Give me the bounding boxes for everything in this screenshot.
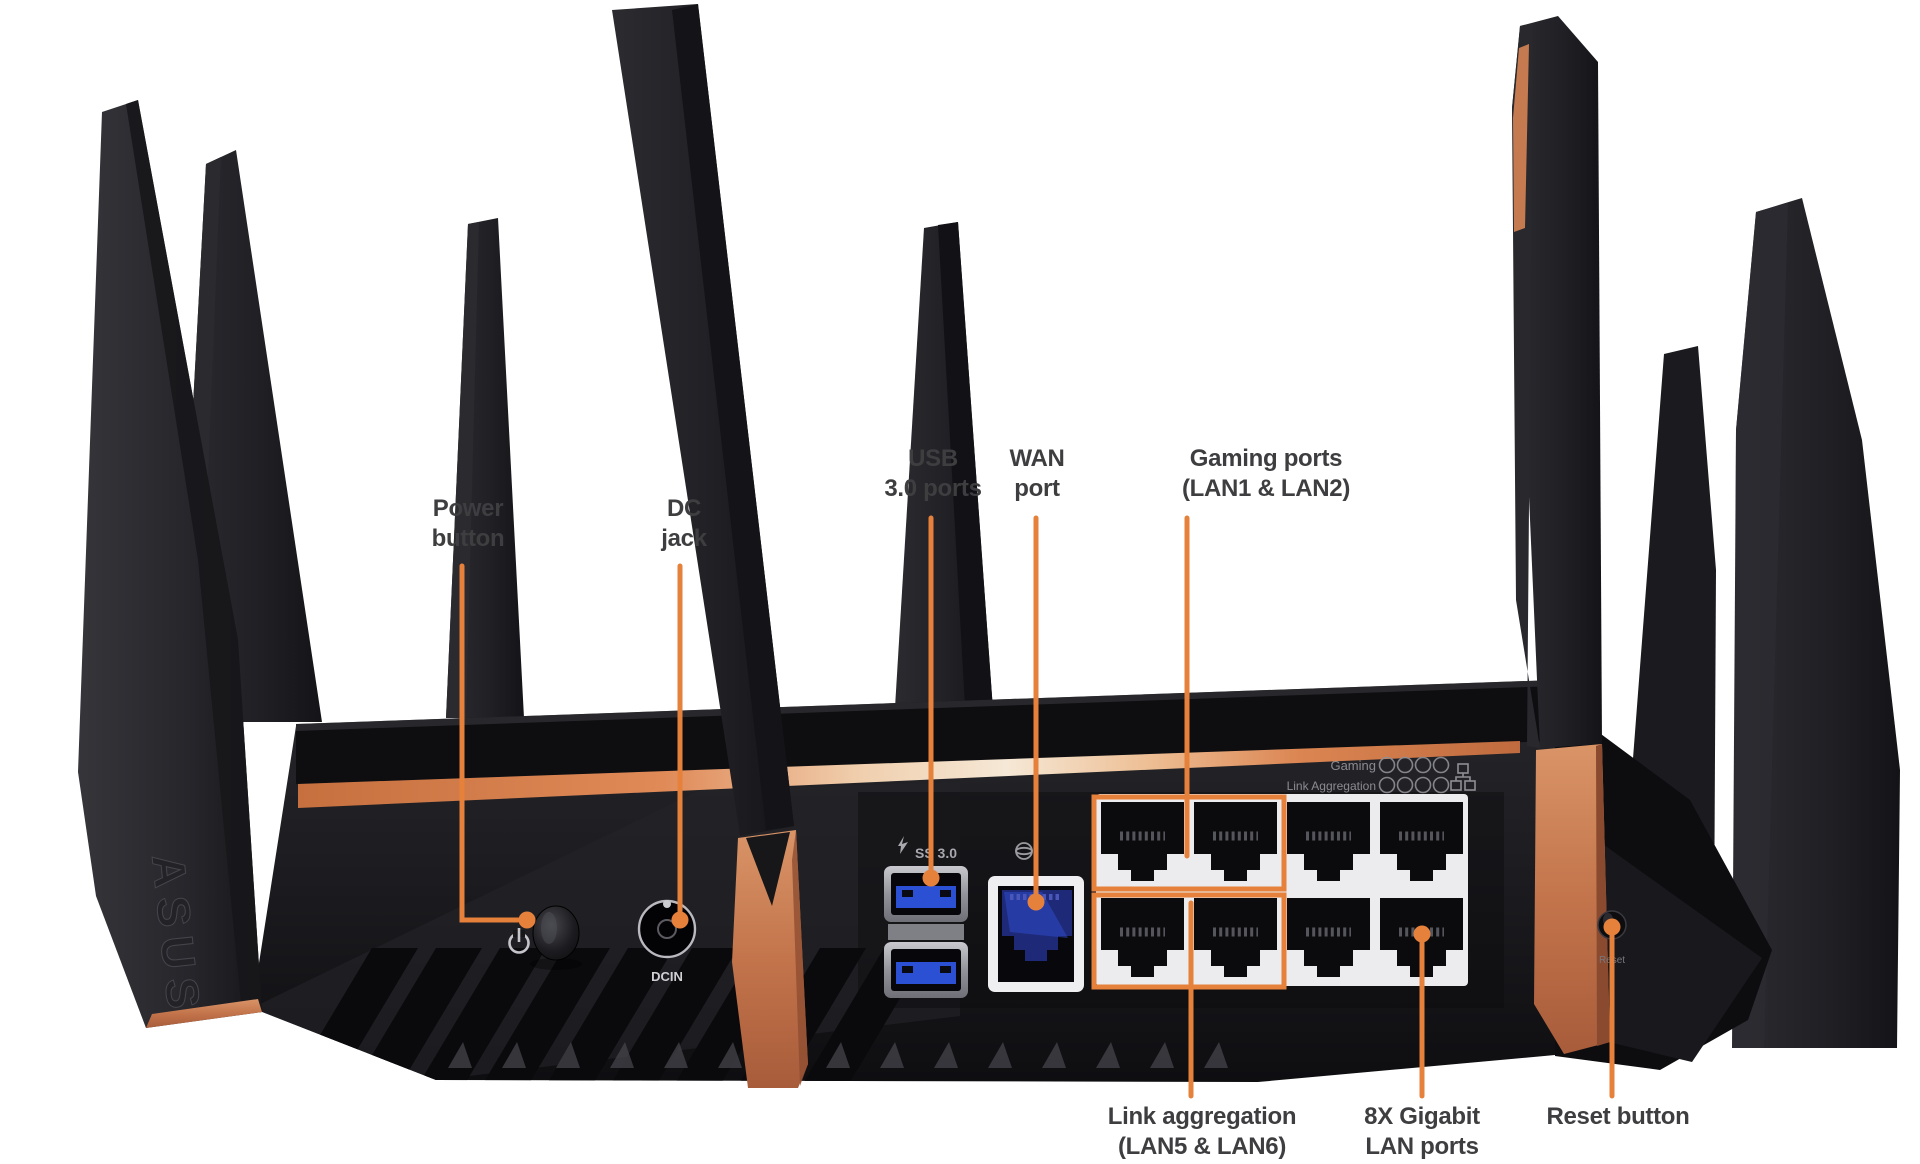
antenna-1: ASUS bbox=[78, 100, 262, 1028]
power-icon bbox=[508, 928, 530, 954]
callout-linkagg-line1: Link aggregation bbox=[1107, 1103, 1297, 1130]
callout-power-label: Power button bbox=[368, 494, 568, 554]
callout-dc-jack-label: DC jack bbox=[584, 494, 784, 554]
wan-globe-icon bbox=[1015, 842, 1033, 860]
dc-dot bbox=[671, 911, 689, 929]
body-right-facet bbox=[1600, 842, 1762, 1062]
power-dot bbox=[518, 911, 536, 929]
callout-wan-line2: port bbox=[1014, 475, 1060, 502]
usb-ports: SS 3.0 bbox=[884, 836, 968, 998]
callout-wan-label: WAN port bbox=[952, 444, 1122, 504]
callout-endpoint-dots bbox=[518, 869, 1621, 943]
dc-jack: DCIN bbox=[637, 899, 697, 984]
callout-gaming-ports-label: Gaming ports (LAN1 & LAN2) bbox=[1116, 444, 1416, 504]
callout-linkagg-line2: (LAN5 & LAN6) bbox=[1117, 1133, 1287, 1160]
callout-gaming-line1: Gaming ports bbox=[1189, 445, 1343, 472]
antenna-6-copper-streak bbox=[1513, 44, 1529, 232]
usb-divider bbox=[888, 924, 964, 940]
wan-dot bbox=[1027, 893, 1045, 911]
callout-usb-line2: 3.0 ports bbox=[884, 475, 982, 502]
callout-power-line2: button bbox=[431, 525, 505, 552]
callout-link-aggregation-label: Link aggregation (LAN5 & LAN6) bbox=[1052, 1102, 1352, 1162]
callout-power-line1: Power bbox=[432, 495, 504, 522]
callout-usb-label: USB 3.0 ports bbox=[833, 444, 1033, 504]
antenna-5 bbox=[894, 222, 994, 724]
callout-reset-line1: Reset button bbox=[1546, 1103, 1690, 1130]
panel-print: Gaming Link Aggregation bbox=[1287, 756, 1476, 794]
callout-wan-line1: WAN bbox=[1009, 445, 1065, 472]
callout-gigabit-line1: 8X Gigabit bbox=[1364, 1103, 1480, 1130]
port-indicator-icons bbox=[1378, 756, 1450, 794]
callout-dc-line1: DC bbox=[666, 495, 702, 522]
antenna-4-copper-base bbox=[732, 830, 808, 1088]
callout-gigabit-lan-label: 8X Gigabit LAN ports bbox=[1322, 1102, 1522, 1162]
callout-dc-line2: jack bbox=[661, 525, 707, 552]
callout-usb-line1: USB bbox=[908, 445, 958, 472]
panel-print-gaming: Gaming bbox=[1330, 758, 1376, 773]
reset-dot bbox=[1603, 918, 1621, 936]
antenna-6-copper-base bbox=[1534, 744, 1610, 1054]
gigabit-dot bbox=[1413, 925, 1431, 943]
antenna-4 bbox=[612, 4, 808, 1088]
callout-reset-label: Reset button bbox=[1508, 1102, 1728, 1132]
antenna-8 bbox=[1732, 198, 1900, 1048]
antenna-6 bbox=[1512, 16, 1610, 1054]
callout-gaming-line2: (LAN1 & LAN2) bbox=[1181, 475, 1351, 502]
power-button bbox=[508, 905, 582, 970]
network-tree-icon bbox=[1450, 763, 1476, 791]
callout-graphics bbox=[459, 515, 1615, 1099]
panel-print-link-aggregation: Link Aggregation bbox=[1287, 779, 1376, 793]
body-top-band bbox=[296, 680, 1555, 784]
callout-gigabit-line2: LAN ports bbox=[1365, 1133, 1479, 1160]
usb-lightning-icon bbox=[898, 836, 908, 854]
dc-print-label: DCIN bbox=[651, 969, 683, 984]
antenna-1-copper-edge bbox=[146, 999, 262, 1028]
usb-dot bbox=[922, 869, 940, 887]
antenna-3 bbox=[446, 218, 524, 718]
copper-stripe bbox=[298, 741, 1520, 808]
power-leader-line bbox=[459, 563, 521, 923]
usb-print-label: SS 3.0 bbox=[915, 845, 957, 861]
